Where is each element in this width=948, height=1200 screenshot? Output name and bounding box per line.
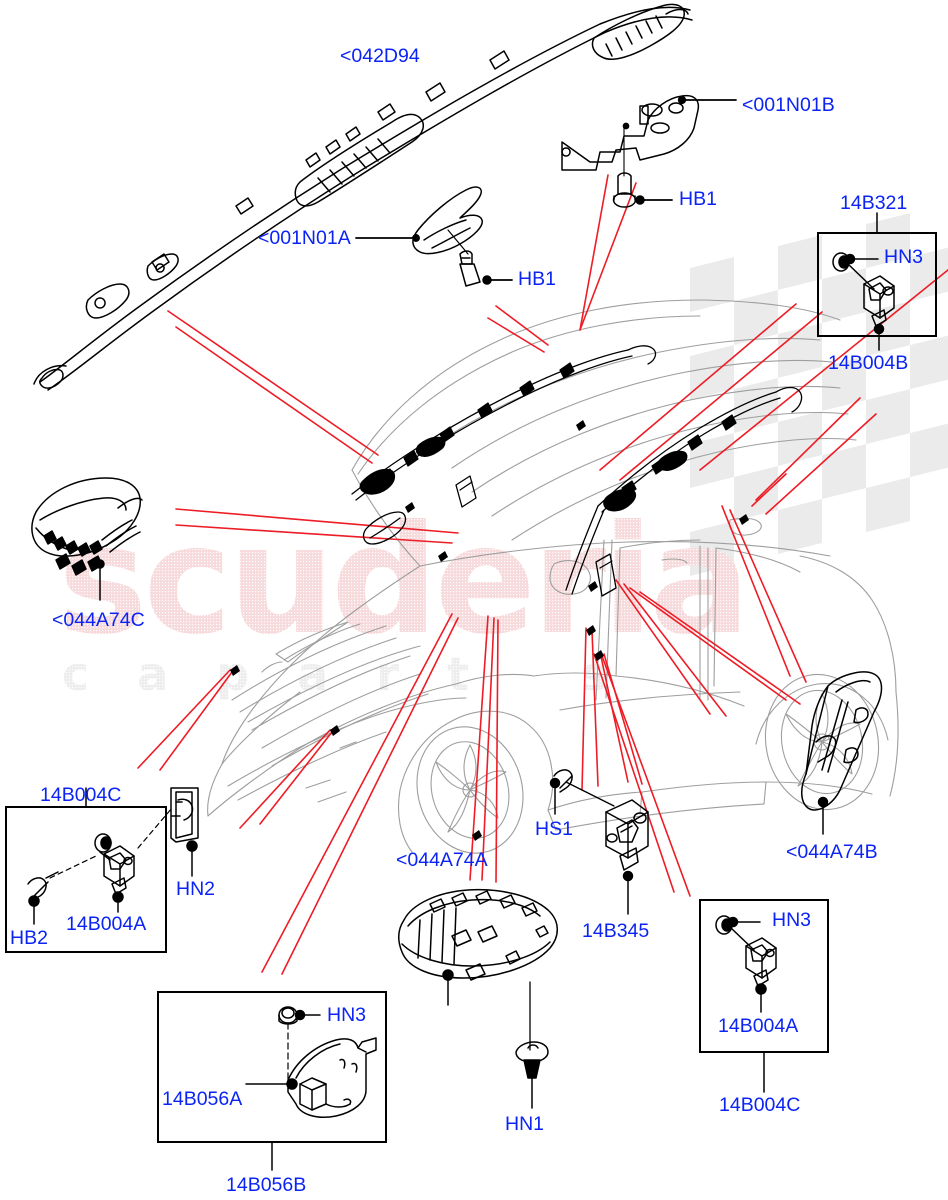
part-screw-hs1	[549, 769, 573, 793]
label-HN3-lower-right: HN3	[772, 909, 812, 931]
part-bracket-001N01A	[412, 186, 483, 255]
label-14B004A-right: 14B004A	[718, 1015, 799, 1037]
label-HN2: HN2	[176, 878, 216, 900]
part-crash-sensor-14B004A-right	[715, 915, 777, 995]
label-044A74C: <044A74C	[52, 609, 145, 631]
label-HN3-bottom-centre: HN3	[327, 1004, 367, 1026]
module-on-bpillar	[595, 553, 617, 597]
label-HS1: HS1	[535, 818, 573, 840]
part-nut-hn3-bottom	[278, 1006, 306, 1025]
label-14B321: 14B321	[840, 192, 908, 214]
part-clip-hn1	[515, 1041, 549, 1079]
part-curtain-airbag-042D94	[33, 3, 693, 391]
module-on-dash	[455, 475, 477, 508]
body-mounted-fastener-markers	[230, 420, 749, 841]
part-seat-side-airbag-044A74B	[801, 671, 883, 811]
label-HB1-lower: HB1	[518, 268, 556, 290]
label-044A74A: <044A74A	[396, 849, 488, 871]
part-crash-sensor-14B004A-left	[94, 833, 135, 903]
label-HN3-upper-right: HN3	[884, 246, 924, 268]
callout-box-outlines	[5, 232, 937, 1143]
label-001N01B: <001N01B	[742, 94, 835, 116]
part-bracket-001N01B	[561, 94, 700, 171]
callout-box-14B321	[817, 232, 937, 337]
label-14B004A-left: 14B004A	[66, 913, 147, 935]
label-HB1-upper: HB1	[679, 188, 717, 210]
label-HN1: HN1	[505, 1113, 545, 1135]
label-14B004C-right: 14B004C	[719, 1094, 801, 1116]
checkered-flag-watermark	[690, 213, 948, 576]
label-14B004C-left: 14B004C	[40, 784, 122, 806]
part-sensor-kit-14B321	[832, 252, 895, 335]
part-airbag-control-module-14B056A	[286, 1037, 377, 1118]
part-passenger-airbag-044A74A	[398, 888, 558, 981]
part-driver-airbag-044A74C	[31, 477, 143, 576]
label-14B056B: 14B056B	[226, 1174, 307, 1196]
part-bolt-hb1-lower	[459, 250, 492, 287]
callout-box-14B004C-left	[5, 806, 167, 953]
label-14B004B: 14B004B	[828, 352, 909, 374]
callout-box-14B056B	[157, 991, 387, 1143]
label-14B345: 14B345	[582, 920, 650, 942]
label-044A74B: <044A74B	[786, 841, 878, 863]
label-14B056A: 14B056A	[162, 1088, 243, 1110]
label-042D94: <042D94	[340, 45, 420, 67]
part-bolt-hb2	[27, 871, 59, 907]
part-clip-hn2	[170, 787, 199, 852]
label-HB2: HB2	[10, 927, 48, 949]
callout-box-14B004C-right	[699, 899, 829, 1053]
curtain-airbag-on-roof-left	[351, 345, 657, 501]
part-bolt-hb1-upper	[612, 172, 645, 208]
curtain-airbag-on-roof-right	[565, 386, 803, 595]
module-on-cowl	[362, 511, 407, 545]
part-side-impact-sensor-14B345	[605, 799, 649, 882]
label-001N01A: <001N01A	[258, 227, 351, 249]
